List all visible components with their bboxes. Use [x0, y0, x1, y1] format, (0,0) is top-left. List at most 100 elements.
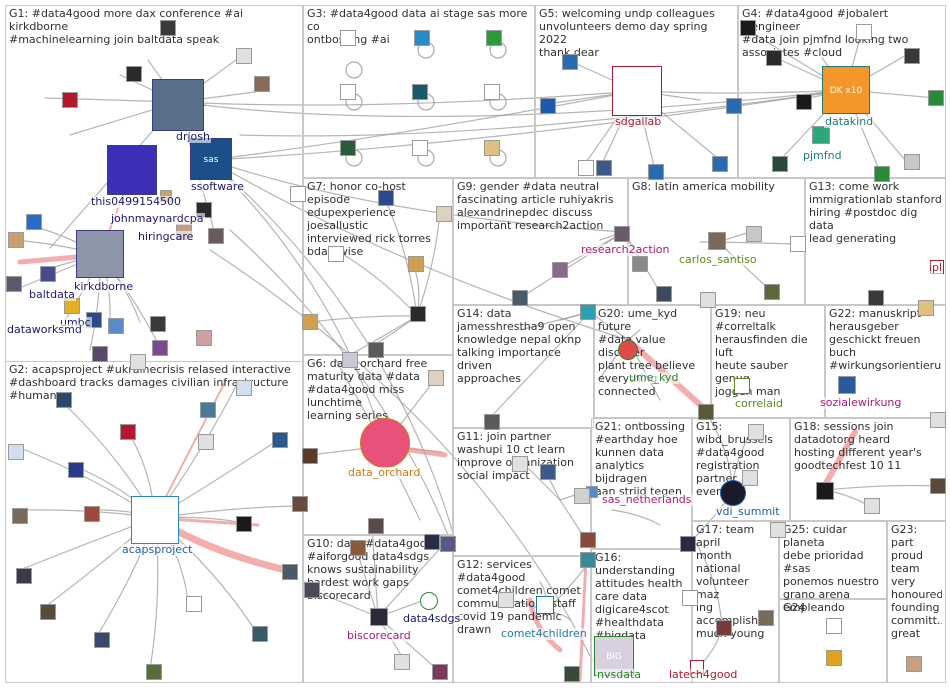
vdi_summit-node[interactable]: [720, 480, 746, 506]
avatar-node[interactable]: [68, 462, 84, 478]
avatar-node[interactable]: [40, 604, 56, 620]
avatar-node[interactable]: [12, 508, 28, 524]
avatar-node[interactable]: [682, 590, 698, 606]
avatar-node[interactable]: [186, 596, 202, 612]
avatar-node[interactable]: [92, 346, 108, 362]
avatar-node[interactable]: [236, 380, 252, 396]
avatar-node[interactable]: [40, 266, 56, 282]
goodtechfest-node[interactable]: [816, 482, 834, 500]
avatar-node[interactable]: [292, 496, 308, 512]
sdgailab-node[interactable]: SDG AI LAB: [612, 66, 662, 116]
avatar-node[interactable]: [94, 632, 110, 648]
avatar-node[interactable]: [540, 464, 556, 480]
ssoftware-node[interactable]: sas: [190, 138, 232, 180]
avatar-node[interactable]: [26, 214, 42, 230]
avatar-node[interactable]: [16, 568, 32, 584]
avatar-node[interactable]: [304, 582, 320, 598]
avatar-node[interactable]: [302, 314, 318, 330]
avatar-node[interactable]: [930, 478, 946, 494]
avatar-node[interactable]: [512, 290, 528, 306]
avatar-node[interactable]: [198, 434, 214, 450]
avatar-node[interactable]: [580, 552, 596, 568]
avatar-node[interactable]: [698, 404, 714, 420]
avatar-node[interactable]: [62, 92, 78, 108]
avatar-node[interactable]: [378, 190, 394, 206]
avatar-node[interactable]: [748, 424, 764, 440]
avatar-node[interactable]: [368, 342, 384, 358]
avatar-node[interactable]: [928, 90, 944, 106]
avatar-node[interactable]: [498, 592, 514, 608]
avatar-node[interactable]: [340, 140, 356, 156]
avatar-node[interactable]: [632, 256, 648, 272]
avatar-node[interactable]: [412, 84, 428, 100]
avatar-node[interactable]: [432, 664, 448, 680]
avatar-node[interactable]: [254, 76, 270, 92]
avatar-node[interactable]: [340, 84, 356, 100]
sozialewirkung-node[interactable]: [838, 376, 856, 394]
avatar-node[interactable]: [484, 84, 500, 100]
avatar-node[interactable]: [150, 316, 166, 332]
avatar-node[interactable]: [302, 448, 318, 464]
avatar-node[interactable]: [874, 166, 890, 182]
avatar-node[interactable]: [656, 286, 672, 302]
avatar-node[interactable]: [272, 432, 288, 448]
research2action-node[interactable]: [614, 226, 630, 242]
avatar-node[interactable]: [440, 536, 456, 552]
avatar-node[interactable]: [564, 666, 580, 682]
avatar-node[interactable]: [540, 98, 556, 114]
avatar-node[interactable]: [864, 498, 880, 514]
drjosh-node[interactable]: [152, 79, 204, 131]
avatar-node[interactable]: [126, 66, 142, 82]
avatar-node[interactable]: [700, 292, 716, 308]
avatar-node[interactable]: [580, 532, 596, 548]
avatar-node[interactable]: [596, 160, 612, 176]
avatar-node[interactable]: [484, 140, 500, 156]
avatar-node[interactable]: [712, 156, 728, 172]
acapsproject-node[interactable]: ⦿: [131, 496, 179, 544]
avatar-node[interactable]: [796, 94, 812, 110]
avatar-node[interactable]: [648, 164, 664, 180]
carlos_santiso-node[interactable]: [708, 232, 726, 250]
avatar-node[interactable]: [904, 154, 920, 170]
avatar-node[interactable]: [252, 626, 268, 642]
avatar-node[interactable]: [918, 300, 934, 316]
kirkdborne-node[interactable]: [76, 230, 124, 278]
avatar-node[interactable]: [436, 206, 452, 222]
avatar-node[interactable]: [130, 354, 146, 370]
avatar-node[interactable]: [868, 290, 884, 306]
avatar-node[interactable]: [742, 470, 758, 486]
avatar-node[interactable]: [394, 654, 410, 670]
avatar-node[interactable]: [208, 228, 224, 244]
avatar-node[interactable]: [424, 534, 440, 550]
avatar-node[interactable]: [8, 232, 24, 248]
avatar-node[interactable]: [906, 656, 922, 672]
avatar-node[interactable]: [790, 236, 806, 252]
avatar-node[interactable]: [350, 540, 366, 556]
comet4children-node[interactable]: [536, 596, 554, 614]
avatar-node[interactable]: [342, 352, 358, 368]
avatar-node[interactable]: [408, 256, 424, 272]
avatar-node[interactable]: [368, 518, 384, 534]
data4sdgs-node[interactable]: [420, 592, 438, 610]
avatar-node[interactable]: [160, 20, 176, 36]
pjmfnd-node[interactable]: [812, 126, 830, 144]
avatar-node[interactable]: [826, 618, 842, 634]
datakind-node[interactable]: DK x10: [822, 66, 870, 114]
avatar-node[interactable]: [772, 156, 788, 172]
avatar-node[interactable]: [410, 306, 426, 322]
this0499154500-node[interactable]: [107, 145, 157, 195]
avatar-node[interactable]: [578, 160, 594, 176]
avatar-node[interactable]: [716, 620, 732, 636]
avatar-node[interactable]: [428, 370, 444, 386]
avatar-node[interactable]: [236, 516, 252, 532]
avatar-node[interactable]: [200, 402, 216, 418]
avatar-node[interactable]: [574, 488, 590, 504]
avatar-node[interactable]: [108, 318, 124, 334]
avatar-node[interactable]: [580, 304, 596, 320]
avatar-node[interactable]: [856, 24, 872, 40]
avatar-node[interactable]: [8, 444, 24, 460]
avatar-node[interactable]: [486, 30, 502, 46]
avatar-node[interactable]: [758, 610, 774, 626]
avatar-node[interactable]: [152, 340, 168, 356]
avatar-node[interactable]: [340, 30, 356, 46]
